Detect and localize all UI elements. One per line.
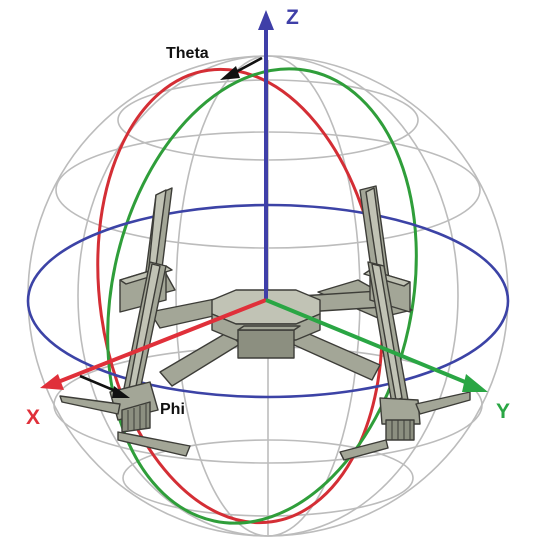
theta-callout-arrowhead bbox=[220, 66, 240, 80]
hub-body-top bbox=[237, 325, 301, 331]
foot-fins-right bbox=[385, 419, 415, 441]
z-axis-label: Z bbox=[286, 6, 299, 29]
phi-callout-arrowhead bbox=[112, 386, 130, 398]
phi-callout-line bbox=[79, 374, 119, 394]
foot-fins-left bbox=[121, 401, 151, 433]
leg-front-right-face bbox=[371, 263, 403, 401]
spike-right-lower bbox=[339, 439, 389, 461]
quadcopter-robot-icon bbox=[59, 185, 471, 461]
theta-callout-line bbox=[233, 56, 263, 75]
spike-left-lower bbox=[117, 431, 191, 457]
arm-front-left bbox=[159, 331, 241, 387]
coordinate-axes bbox=[40, 10, 488, 392]
theta-label: Theta bbox=[166, 45, 209, 62]
y-axis-line bbox=[265, 298, 471, 386]
x-axis-line bbox=[57, 298, 267, 384]
y-axis-arrowhead bbox=[462, 374, 488, 392]
x-axis-label: X bbox=[26, 406, 40, 429]
foot-block-right bbox=[379, 397, 421, 425]
phi-label: Phi bbox=[160, 401, 185, 418]
x-axis-arrowhead bbox=[40, 374, 64, 390]
spike-right-outer bbox=[415, 391, 471, 415]
spike-left-outer bbox=[59, 395, 121, 415]
hub-body bbox=[237, 329, 295, 359]
z-axis-arrowhead bbox=[258, 10, 274, 30]
callouts bbox=[79, 56, 263, 398]
arm-front-right bbox=[291, 329, 381, 381]
phi-meridian bbox=[106, 67, 418, 525]
y-axis-label: Y bbox=[496, 400, 510, 423]
